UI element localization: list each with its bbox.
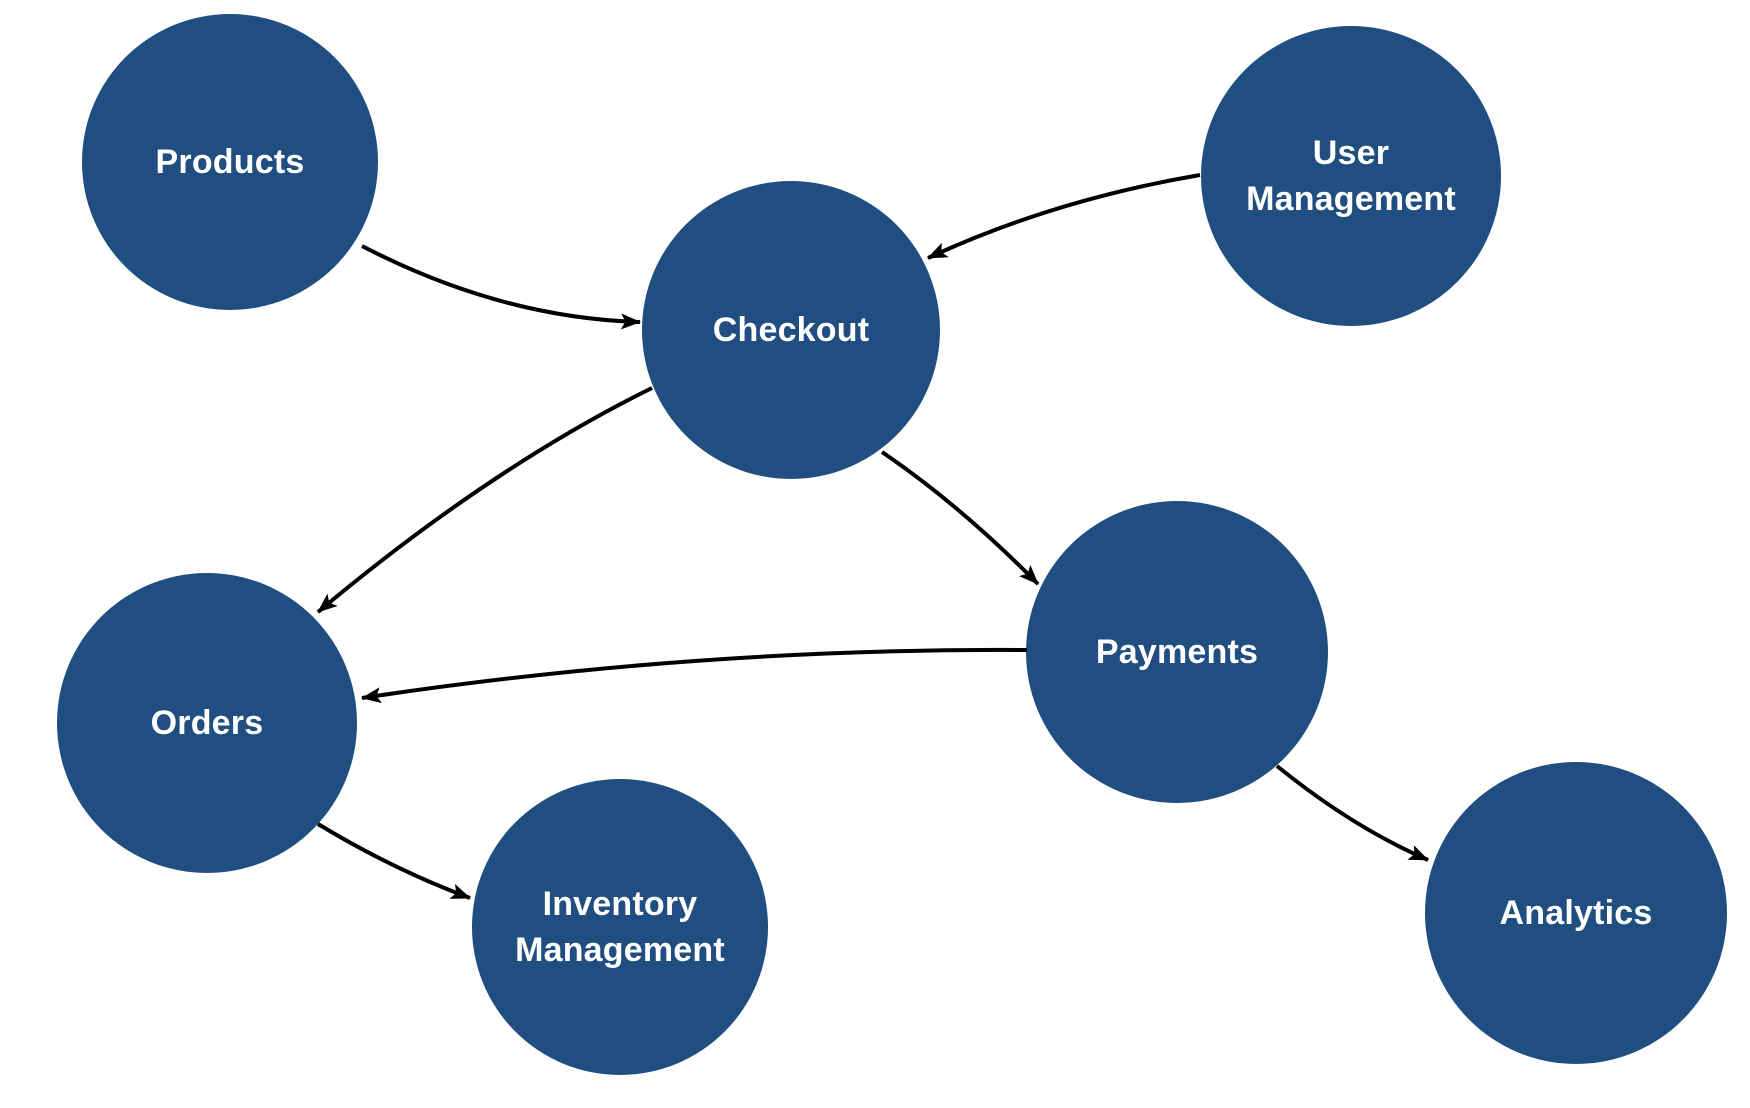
node-orders[interactable]: Orders [57, 573, 357, 873]
node-label-line: Management [515, 931, 725, 969]
node-label-line: Management [1246, 180, 1456, 218]
node-label-products: Products [156, 139, 305, 185]
node-label-line: Products [155, 143, 305, 181]
node-label-checkout: Checkout [713, 307, 870, 353]
node-label-line: Orders [150, 704, 264, 742]
node-payments[interactable]: Payments [1026, 501, 1328, 803]
node-label-line: Analytics [1499, 894, 1653, 932]
node-label-analytics: Analytics [1500, 890, 1653, 936]
node-label-orders: Orders [151, 700, 264, 746]
node-checkout[interactable]: Checkout [642, 181, 940, 479]
node-label-line: Checkout [712, 311, 870, 349]
node-products[interactable]: Products [82, 14, 378, 310]
node-analytics[interactable]: Analytics [1425, 762, 1727, 1064]
node-label-line: Inventory [542, 885, 698, 923]
node-label-payments: Payments [1096, 629, 1258, 675]
node-label-line: User [1312, 134, 1390, 172]
node-label-line: Payments [1095, 633, 1259, 671]
